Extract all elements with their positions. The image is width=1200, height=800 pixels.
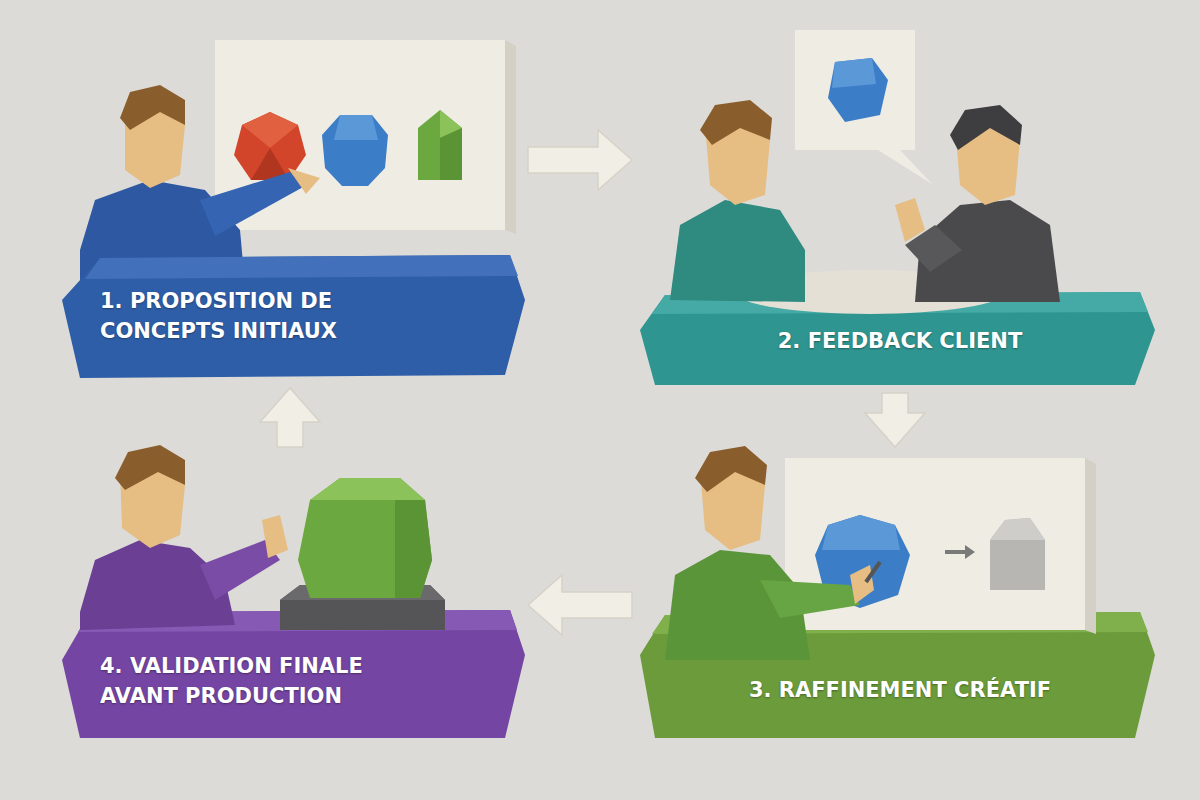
stage-box: 3. RAFFINEMENT CRÉATIF: [640, 455, 1150, 740]
person-hair: [115, 445, 185, 490]
speech-bubble: [795, 30, 932, 184]
gray-facet: [990, 518, 1045, 540]
person-torso: [670, 200, 805, 302]
person-hair: [120, 85, 185, 130]
stage-label: 4. VALIDATION FINALE AVANT PRODUCTION: [100, 651, 430, 712]
stage-box: 4. VALIDATION FINALE AVANT PRODUCTION: [60, 455, 520, 740]
person-hair: [695, 446, 767, 492]
person-hand: [850, 565, 874, 604]
client-hair: [950, 105, 1022, 150]
gray-shape: [990, 518, 1045, 590]
blue-facet: [334, 115, 378, 140]
product-facet: [310, 478, 425, 500]
person-hand: [262, 515, 288, 558]
person-arm: [200, 172, 305, 236]
final-product: [298, 478, 432, 598]
green-concept: [418, 110, 462, 180]
board-side: [505, 40, 516, 234]
stage-box: 2. FEEDBACK CLIENT: [640, 80, 1150, 385]
board-side: [1085, 458, 1096, 634]
flow-arrow: [865, 393, 925, 447]
stage-label: 2. FEEDBACK CLIENT: [700, 326, 1100, 356]
green-facet: [440, 128, 462, 180]
pen: [866, 562, 880, 582]
flow-arrow: [528, 130, 632, 190]
small-arrow: [945, 550, 965, 554]
concept-facet: [822, 515, 900, 550]
person-hand: [288, 168, 320, 194]
platform-top: [85, 255, 518, 279]
flow-arrow: [260, 388, 320, 447]
client-hand: [895, 198, 925, 242]
product-facet: [395, 500, 432, 598]
small-arrow-head: [965, 545, 975, 559]
person-arm: [760, 580, 860, 618]
stage-label: 3. RAFFINEMENT CRÉATIF: [700, 675, 1100, 705]
concept-facet: [832, 58, 876, 88]
blue-concept: [322, 115, 388, 186]
stage-box: 1. PROPOSITION DE CONCEPTS INITIAUX: [60, 40, 520, 380]
red-facet: [242, 112, 298, 148]
red-concept: [234, 112, 306, 180]
person-hair: [700, 100, 772, 145]
stage-label: 1. PROPOSITION DE CONCEPTS INITIAUX: [100, 286, 430, 347]
platform: [62, 255, 525, 378]
chosen-concept: [828, 58, 888, 122]
flow-arrow: [528, 575, 632, 635]
